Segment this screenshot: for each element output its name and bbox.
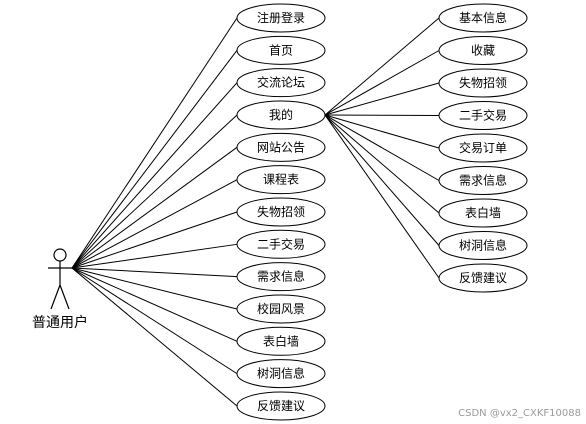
sub-use-case-demand: 需求信息 <box>438 166 528 195</box>
watermark: CSDN @vx2_CXKF10088 <box>458 408 581 419</box>
use-case-tree-hole: 树洞信息 <box>236 359 326 389</box>
use-case-lost-found-label: 失物招领 <box>257 204 305 219</box>
include-line-tree-hole <box>324 114 440 246</box>
use-case-forum: 交流论坛 <box>236 68 326 98</box>
association-line-register <box>71 17 238 269</box>
actor-right-leg <box>59 284 70 310</box>
sub-use-case-tree-hole: 树洞信息 <box>438 231 528 260</box>
use-case-register: 注册登录 <box>236 3 326 33</box>
sub-use-case-feedback: 反馈建议 <box>438 263 528 293</box>
association-line-scenery <box>71 267 238 310</box>
use-case-notice-label: 网站公告 <box>257 140 305 154</box>
include-line-demand <box>324 114 440 181</box>
use-case-demand: 需求信息 <box>236 262 326 292</box>
association-line-demand <box>71 267 238 278</box>
use-case-demand-label: 需求信息 <box>257 269 305 284</box>
sub-use-case-feedback-label: 反馈建议 <box>459 271 507 285</box>
association-line-mine <box>71 114 238 269</box>
sub-use-case-demand-label: 需求信息 <box>459 173 507 188</box>
sub-use-case-favorites: 收藏 <box>438 36 528 65</box>
use-case-register-ellipse <box>236 3 326 33</box>
use-case-tree-hole-label: 树洞信息 <box>257 366 305 381</box>
use-case-lost-found: 失物招领 <box>236 197 326 227</box>
sub-use-case-second-hand: 二手交易 <box>438 101 528 130</box>
use-case-home: 首页 <box>236 35 326 65</box>
association-line-schedule <box>71 179 238 269</box>
association-line-notice <box>71 146 238 269</box>
sub-use-case-confession-label: 表白墙 <box>465 205 501 220</box>
include-line-lost-found <box>324 82 440 116</box>
use-case-confession-label: 表白墙 <box>263 333 299 348</box>
sub-use-case-demand-ellipse <box>438 166 528 195</box>
use-case-feedback-ellipse <box>236 391 326 421</box>
use-case-confession: 表白墙 <box>236 326 326 356</box>
include-line-confession <box>324 114 440 214</box>
sub-use-case-second-hand-ellipse <box>438 101 528 130</box>
use-case-scenery: 校园风景 <box>236 294 326 324</box>
main-use-cases: 注册登录首页交流论坛我的网站公告课程表失物招领二手交易需求信息校园风景表白墙树洞… <box>236 3 326 421</box>
sub-use-case-trade-order-label: 交易订单 <box>459 140 507 155</box>
association-lines <box>71 17 440 407</box>
use-case-confession-ellipse <box>236 326 326 356</box>
use-case-scenery-label: 校园风景 <box>257 301 305 316</box>
association-line-tree-hole <box>71 267 238 375</box>
use-case-feedback: 反馈建议 <box>236 391 326 421</box>
use-case-feedback-label: 反馈建议 <box>257 399 305 413</box>
use-case-schedule-ellipse <box>236 165 326 195</box>
use-case-demand-ellipse <box>236 262 326 292</box>
use-case-second-hand-label: 二手交易 <box>257 236 305 251</box>
sub-use-case-trade-order-ellipse <box>438 133 528 163</box>
association-line-confession <box>71 267 238 342</box>
sub-use-case-confession: 表白墙 <box>438 198 528 228</box>
actor-label: 普通用户 <box>32 314 88 331</box>
sub-use-case-basic-info-ellipse <box>438 3 528 33</box>
use-case-mine-label: 我的 <box>269 107 293 122</box>
include-line-basic-info <box>324 17 440 116</box>
use-case-home-label: 首页 <box>269 43 293 57</box>
sub-use-case-basic-info: 基本信息 <box>438 3 528 33</box>
use-case-scenery-ellipse <box>236 294 326 324</box>
sub-use-case-favorites-ellipse <box>438 36 528 65</box>
use-case-second-hand-ellipse <box>236 229 326 259</box>
use-case-schedule: 课程表 <box>236 165 326 195</box>
sub-use-case-tree-hole-label: 树洞信息 <box>459 238 507 253</box>
use-case-register-label: 注册登录 <box>257 10 305 25</box>
include-line-second-hand <box>324 114 440 116</box>
include-line-favorites <box>324 50 440 116</box>
use-case-notice-ellipse <box>236 132 326 162</box>
use-case-mine-ellipse <box>236 100 326 130</box>
association-line-home <box>71 50 238 269</box>
sub-use-case-favorites-label: 收藏 <box>471 44 495 58</box>
use-case-mine: 我的 <box>236 100 326 130</box>
sub-use-case-lost-found-label: 失物招领 <box>459 75 507 90</box>
sub-use-case-tree-hole-ellipse <box>438 231 528 260</box>
use-case-home-ellipse <box>236 35 326 65</box>
actor-left-leg <box>50 284 61 310</box>
sub-use-case-second-hand-label: 二手交易 <box>459 108 507 123</box>
association-line-feedback <box>71 267 238 407</box>
use-case-notice: 网站公告 <box>236 132 326 162</box>
sub-use-case-confession-ellipse <box>438 198 528 228</box>
include-line-feedback <box>324 114 440 279</box>
use-case-lost-found-ellipse <box>236 197 326 227</box>
include-line-trade-order <box>324 114 440 149</box>
use-case-second-hand: 二手交易 <box>236 229 326 259</box>
use-case-forum-ellipse <box>236 68 326 98</box>
use-case-schedule-label: 课程表 <box>263 172 299 187</box>
association-line-forum <box>71 82 238 269</box>
association-line-lost-found <box>71 211 238 269</box>
association-line-second-hand <box>71 243 238 269</box>
sub-use-case-lost-found-ellipse <box>438 68 528 98</box>
sub-use-case-trade-order: 交易订单 <box>438 133 528 163</box>
sub-use-case-feedback-ellipse <box>438 263 528 293</box>
use-case-tree-hole-ellipse <box>236 359 326 389</box>
actor-head <box>53 248 67 262</box>
sub-use-case-lost-found: 失物招领 <box>438 68 528 98</box>
actor-stick-figure: 普通用户 <box>32 248 88 331</box>
sub-use-case-basic-info-label: 基本信息 <box>459 10 507 25</box>
use-case-forum-label: 交流论坛 <box>257 75 305 90</box>
